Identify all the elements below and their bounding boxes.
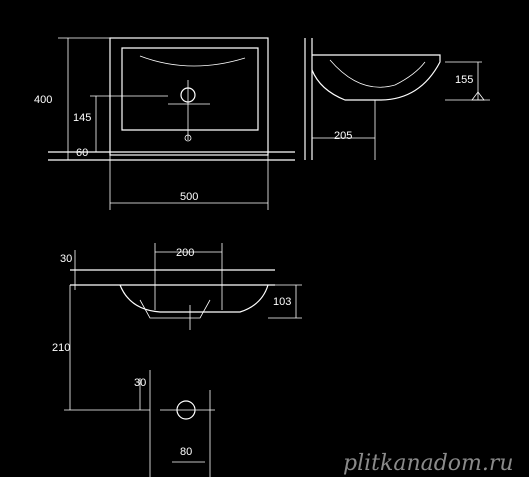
- watermark: plitkanadom.ru: [343, 451, 514, 476]
- dim-200: 200: [176, 247, 194, 259]
- top-view: [48, 37, 295, 210]
- siphon-detail: [139, 370, 215, 477]
- dim-60: 60: [76, 147, 88, 159]
- dim-500: 500: [180, 191, 198, 203]
- basin-front: [119, 284, 269, 313]
- basin-inner: [121, 47, 259, 131]
- dim-155: 155: [455, 74, 473, 86]
- dim-145: 145: [73, 112, 91, 124]
- drain-body: [139, 299, 211, 319]
- dim-210: 210: [52, 342, 70, 354]
- side-view: [304, 38, 490, 160]
- dim-400: 400: [34, 94, 52, 106]
- dim-80: 80: [180, 446, 192, 458]
- level-marker: [471, 91, 485, 101]
- basin-curve: [139, 55, 246, 67]
- dim-30-side: 30: [134, 377, 146, 389]
- dim-103: 103: [273, 296, 291, 308]
- basin-bowl: [329, 59, 426, 88]
- centerline: [168, 80, 210, 140]
- front-view: [64, 243, 302, 411]
- dimension-labels: 400 145 60 500 155 205 200 30 103 210 30…: [34, 74, 473, 458]
- dim-30-top: 30: [60, 253, 72, 265]
- basin-outline: [109, 37, 269, 156]
- tap-hole: [184, 134, 192, 142]
- basin-profile: [311, 54, 441, 101]
- dim-205: 205: [334, 130, 352, 142]
